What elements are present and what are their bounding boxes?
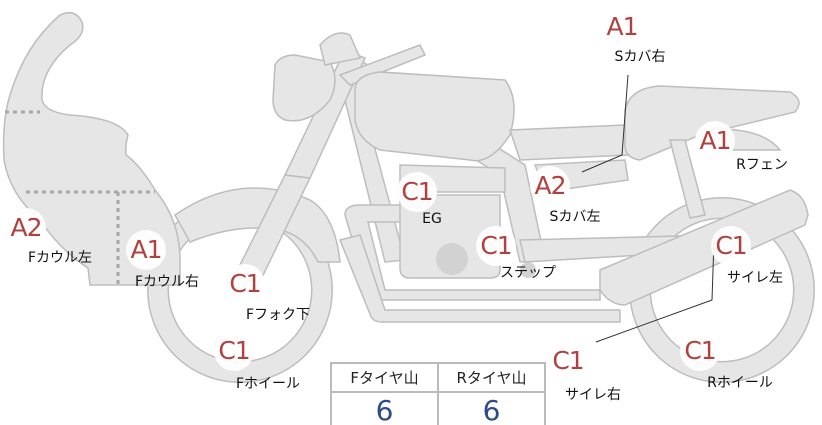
grade-badge-f-fork-lower: C1 bbox=[225, 264, 265, 304]
grade-badge-muffler-left: C1 bbox=[711, 226, 751, 266]
grade-badge-f-cowl-left: A2 bbox=[6, 208, 46, 248]
label-f-cowl-right: Fカウル右 bbox=[134, 274, 200, 290]
label-step: ステップ bbox=[500, 265, 556, 281]
front-tire-header: Fタイヤ山 bbox=[330, 362, 439, 393]
grade-badge-side-cover-left: A2 bbox=[530, 166, 570, 206]
label-r-fender: Rフェン bbox=[736, 157, 788, 173]
grade-badge-r-wheel: C1 bbox=[680, 331, 720, 371]
tire-tread-table: Fタイヤ山 Rタイヤ山 6 6 bbox=[330, 362, 546, 425]
grade-badge-f-cowl-right: A1 bbox=[126, 230, 166, 270]
label-engine: EG bbox=[422, 211, 442, 227]
label-muffler-right: サイレ右 bbox=[565, 387, 621, 403]
label-side-cover-left: Sカバ左 bbox=[549, 209, 601, 225]
label-f-cowl-left: Fカウル左 bbox=[27, 250, 93, 266]
label-r-wheel: Rホイール bbox=[707, 375, 773, 391]
grade-badge-r-fender: A1 bbox=[695, 121, 735, 161]
grade-badge-engine: C1 bbox=[397, 172, 437, 212]
grade-badge-side-cover-right: A1 bbox=[602, 7, 642, 47]
grade-badge-step: C1 bbox=[476, 226, 516, 266]
rear-tire-header: Rタイヤ山 bbox=[437, 362, 546, 393]
label-f-wheel: Fホイール bbox=[235, 376, 301, 392]
grade-badge-f-wheel: C1 bbox=[214, 331, 254, 371]
label-f-fork-lower: Fフォク下 bbox=[245, 307, 311, 323]
rear-tire-value: 6 bbox=[437, 391, 546, 425]
label-side-cover-right: Sカバ右 bbox=[614, 49, 666, 65]
grade-badge-muffler-right: C1 bbox=[548, 341, 588, 381]
front-tire-value: 6 bbox=[330, 391, 439, 425]
label-muffler-left: サイレ左 bbox=[727, 270, 783, 286]
